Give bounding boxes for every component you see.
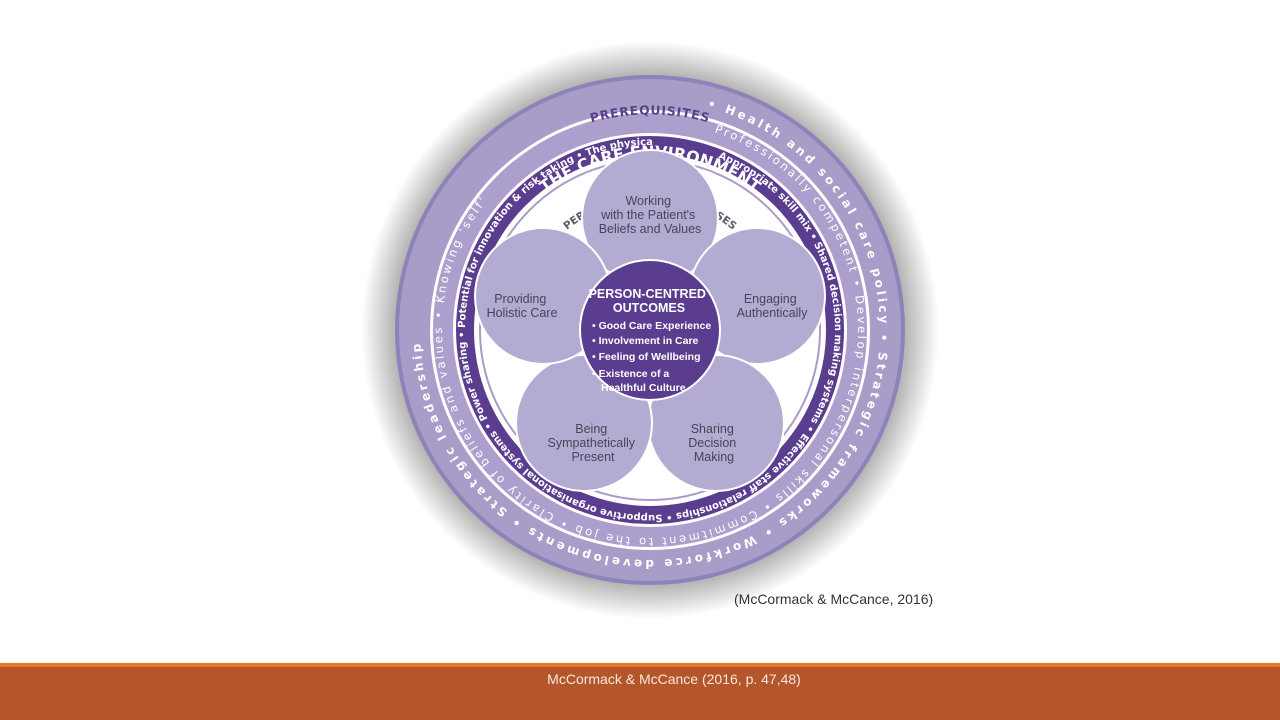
petal-left-label: Providing Holistic Care xyxy=(487,292,558,320)
outcomes-center xyxy=(579,259,721,401)
petal-right-label: Engaging Authentically xyxy=(737,292,809,320)
petal-bottom-left-label: Being Sympathetically Present xyxy=(547,422,638,464)
person-centred-framework-diagram: • Health and social care policy • Strate… xyxy=(360,40,939,619)
petal-top-label: Working with the Patient's Beliefs and V… xyxy=(599,194,702,236)
petal-bottom-right-label: Sharing Decision Making xyxy=(688,422,739,464)
footer-reference: McCormack & McCance (2016, p. 47,48) xyxy=(547,671,801,687)
diagram-citation: (McCormack & McCance, 2016) xyxy=(734,591,934,607)
footer-bar: McCormack & McCance (2016, p. 47,48) xyxy=(0,667,1280,720)
outcomes-list: • Good Care Experience • Involvement in … xyxy=(592,320,714,394)
outcomes-title: PERSON-CENTRED OUTCOMES xyxy=(589,287,710,315)
footer-accent-line xyxy=(0,663,1280,667)
